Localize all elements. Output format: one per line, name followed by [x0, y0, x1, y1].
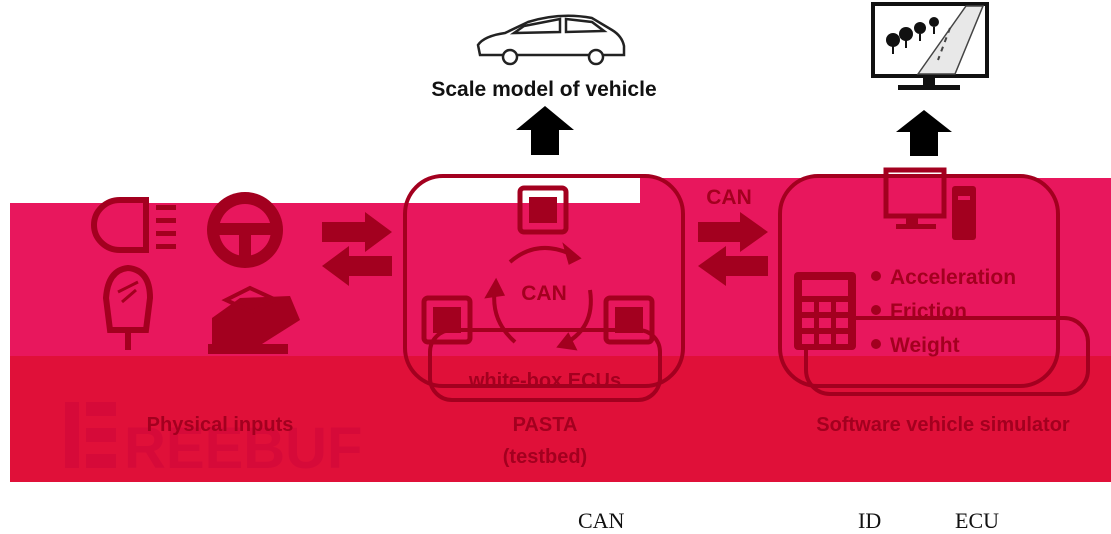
bullet-weight — [871, 339, 881, 349]
white-box-ecus-label: white-box ECUs — [468, 370, 621, 392]
param-acceleration: Acceleration — [890, 266, 1016, 289]
testbed-outer-box — [403, 174, 685, 388]
scale-model-label: Scale model of vehicle — [431, 78, 656, 101]
caption-ecu: ECU — [955, 508, 999, 533]
chip-icon-left — [421, 295, 473, 345]
testbed-can-label: CAN — [521, 282, 567, 305]
caption-can: CAN — [578, 508, 625, 533]
simulator-inner-box — [804, 316, 1090, 396]
cycle-arrows-icon — [484, 242, 593, 351]
pedal-icon — [208, 285, 300, 354]
up-arrow-to-car — [516, 106, 574, 155]
gear-shift-icon — [102, 264, 154, 350]
red-band — [10, 356, 1111, 482]
simulator-params-list: Acceleration Friction Weight — [871, 266, 1016, 357]
up-arrow-to-monitor — [896, 110, 952, 156]
physical-inputs-label: Physical inputs — [147, 414, 294, 436]
param-weight: Weight — [890, 334, 960, 357]
param-friction: Friction — [890, 300, 967, 323]
chip-icon-right — [603, 295, 655, 345]
computer-icon — [883, 167, 976, 240]
pink-band-top-right — [640, 178, 1111, 204]
headlight-icon — [91, 197, 176, 253]
steering-wheel-icon — [207, 192, 283, 268]
caption-id: ID — [858, 508, 882, 533]
bullet-friction — [871, 305, 881, 315]
left-bidirectional-arrows — [322, 212, 392, 286]
simulator-outer-box — [778, 174, 1060, 388]
ecus-inner-box — [428, 328, 662, 402]
car-icon — [476, 14, 626, 66]
watermark-logo: REEBUF — [65, 402, 362, 481]
can-link-label: CAN — [706, 186, 752, 209]
chip-icon-top — [517, 185, 569, 235]
simulator-label: Software vehicle simulator — [816, 414, 1070, 436]
pasta-name-line1: PASTA — [513, 414, 578, 436]
right-bidirectional-arrows — [698, 212, 768, 286]
bullet-acceleration — [871, 271, 881, 281]
calculator-icon — [794, 272, 856, 350]
pasta-name-line2: (testbed) — [503, 446, 587, 468]
watermark-text: REEBUF — [124, 416, 362, 481]
monitor-road-icon — [871, 2, 989, 90]
